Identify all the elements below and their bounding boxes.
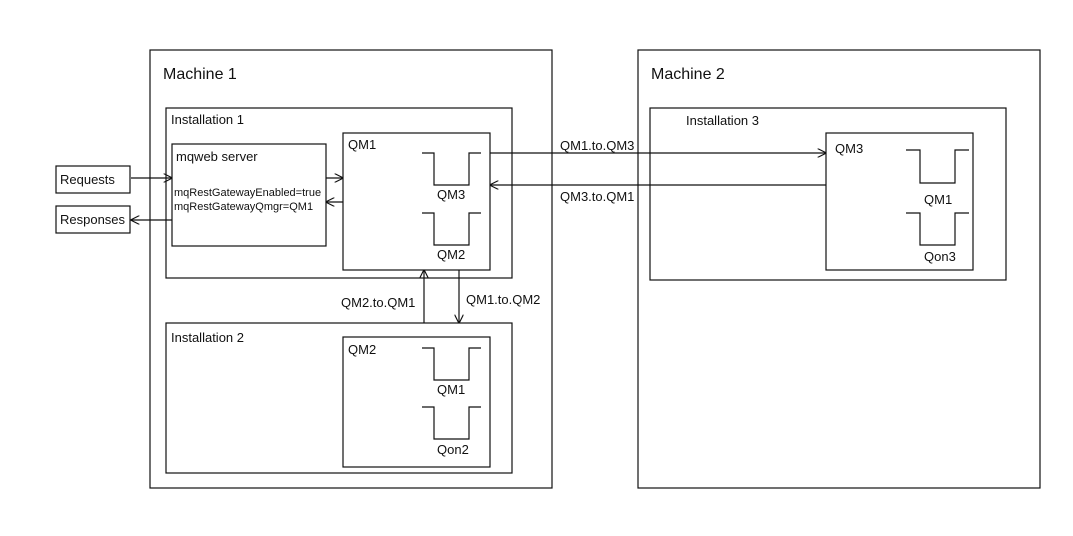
- qm3-queue-qon3-label: Qon3: [924, 249, 956, 264]
- machine-1-label: Machine 1: [163, 66, 237, 83]
- mqweb-gateway-enabled-prop: mqRestGatewayEnabled=true: [174, 187, 321, 199]
- responses-label: Responses: [60, 212, 126, 227]
- queue-icon: [422, 212, 481, 246]
- qm1-queue-qm2-label: QM2: [437, 247, 465, 262]
- qm3-queue-qm1-label: QM1: [924, 192, 952, 207]
- installation-3-label: Installation 3: [686, 113, 759, 128]
- qm1-queue-qm3-label: QM3: [437, 187, 465, 202]
- requests-client: Requests: [55, 165, 131, 194]
- mqweb-gateway-qmgr-prop: mqRestGatewayQmgr=QM1: [174, 201, 313, 213]
- qm3-label: QM3: [835, 141, 863, 156]
- channel-qm1-to-qm3-label: QM1.to.QM3: [560, 138, 634, 153]
- qm2-label: QM2: [348, 342, 376, 357]
- queue-icon: [906, 212, 969, 246]
- queue-icon: [906, 149, 969, 184]
- qm2-queue-qm1-label: QM1: [437, 382, 465, 397]
- qm3-box: [825, 132, 974, 271]
- mqweb-server: mqweb server mqRestGatewayEnabled=true m…: [171, 143, 327, 247]
- qm2-box: [342, 336, 491, 468]
- qm2-queue-qon2-label: Qon2: [437, 442, 469, 457]
- installation-1-label: Installation 1: [171, 112, 244, 127]
- channel-qm1-to-qm2-label: QM1.to.QM2: [466, 292, 540, 307]
- qm2-queue-manager: QM2 QM1 Qon2: [342, 336, 491, 468]
- qm1-box: [342, 132, 491, 271]
- requests-box: [55, 165, 131, 194]
- responses-box: [55, 205, 131, 234]
- requests-label: Requests: [60, 172, 115, 187]
- channel-qm2-to-qm1-label: QM2.to.QM1: [341, 295, 415, 310]
- qm1-queue-manager: QM1 QM3 QM2: [342, 132, 491, 271]
- mqweb-server-box: [171, 143, 327, 247]
- channel-qm3-to-qm1-label: QM3.to.QM1: [560, 189, 634, 204]
- mqweb-server-title: mqweb server: [176, 149, 258, 164]
- queue-icon: [422, 406, 481, 440]
- queue-icon: [422, 347, 481, 381]
- qm3-queue-manager: QM3 QM1 Qon3: [825, 132, 974, 271]
- installation-2-label: Installation 2: [171, 330, 244, 345]
- machine-2-label: Machine 2: [651, 66, 725, 83]
- queue-icon: [422, 152, 481, 186]
- responses-client: Responses: [55, 205, 131, 234]
- qm1-label: QM1: [348, 137, 376, 152]
